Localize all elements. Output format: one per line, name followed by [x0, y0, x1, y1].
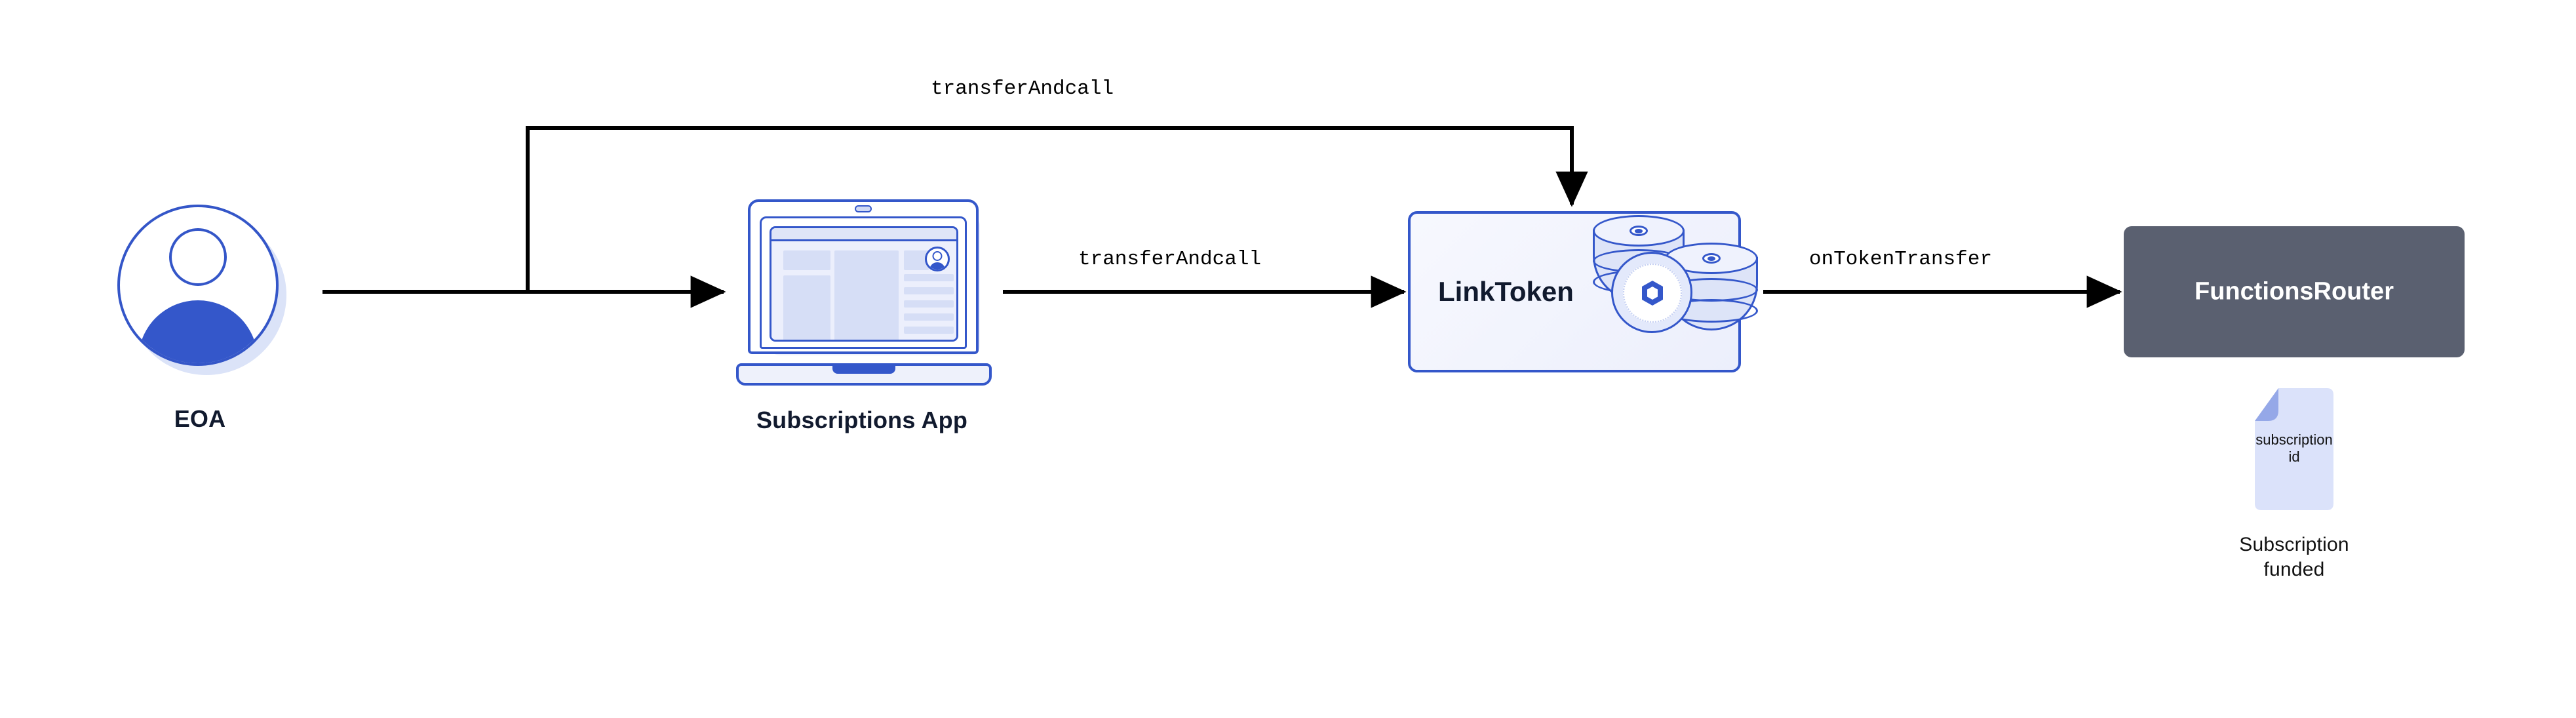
node-label-subscriptions-app: Subscriptions App [756, 407, 968, 433]
laptop-trackpad-notch [832, 365, 895, 374]
node-eoa[interactable]: EOA [79, 190, 321, 452]
edge-label-transfer-and-call-top: transferAndcall [931, 77, 1114, 100]
screen-placeholder-line [904, 327, 954, 334]
node-linktoken[interactable]: LinkToken [1408, 211, 1758, 372]
laptop-base [736, 363, 992, 386]
screen-placeholder-line [904, 340, 954, 342]
laptop-screen [770, 226, 958, 342]
screen-placeholder-block [783, 275, 830, 340]
screen-placeholder-block [834, 250, 899, 340]
node-label-eoa: EOA [174, 405, 226, 432]
avatar-head [169, 228, 227, 286]
chainlink-coin [1611, 252, 1692, 333]
node-label-subscription-funded: Subscription funded [2176, 532, 2412, 582]
document-inner-text: subscription id [2254, 431, 2335, 466]
laptop-icon [736, 195, 992, 386]
laptop-lid [748, 199, 979, 354]
laptop-camera-icon [855, 205, 872, 212]
node-label-functions-router: FunctionsRouter [2195, 277, 2394, 306]
document-inner-line-1: subscription [2255, 431, 2333, 448]
screen-placeholder-block [904, 250, 929, 270]
coin-center-dot [1635, 229, 1643, 233]
screen-placeholder-line [904, 287, 954, 294]
laptop-inner-bezel [760, 216, 967, 349]
screen-placeholder-block [783, 250, 830, 270]
document-icon [2255, 388, 2333, 510]
link-coin-stack-icon [1588, 195, 1765, 346]
coin-center-dot [1708, 256, 1715, 261]
screen-placeholder-line [904, 313, 954, 321]
node-label-linktoken: LinkToken [1438, 276, 1574, 307]
avatar-ring [117, 205, 279, 366]
doc-caption-line-2: funded [2263, 558, 2325, 580]
chainlink-hexagon-icon [1642, 281, 1663, 306]
screen-user-avatar-icon [925, 247, 950, 271]
edge-label-on-token-transfer: onTokenTransfer [1809, 248, 1993, 271]
chainlink-coin-inner [1623, 264, 1682, 323]
document-inner-line-2: id [2288, 448, 2300, 465]
node-subscriptions-app[interactable]: Subscriptions App [711, 190, 1013, 452]
user-avatar-icon [102, 190, 298, 387]
screen-placeholder-line [904, 274, 954, 281]
doc-caption-line-1: Subscription [2239, 534, 2349, 555]
browser-chrome-bar [771, 228, 956, 241]
edge-label-transfer-and-call-mid: transferAndcall [1078, 248, 1262, 271]
node-functions-router[interactable]: FunctionsRouter [2124, 226, 2465, 357]
avatar-body [138, 300, 258, 363]
screen-placeholder-line [904, 300, 954, 308]
screen-avatar-body [929, 262, 945, 269]
node-subscription-document[interactable]: subscription id Subscription funded [2176, 387, 2412, 643]
screen-avatar-head [932, 251, 943, 261]
app-screen-content [771, 241, 956, 340]
